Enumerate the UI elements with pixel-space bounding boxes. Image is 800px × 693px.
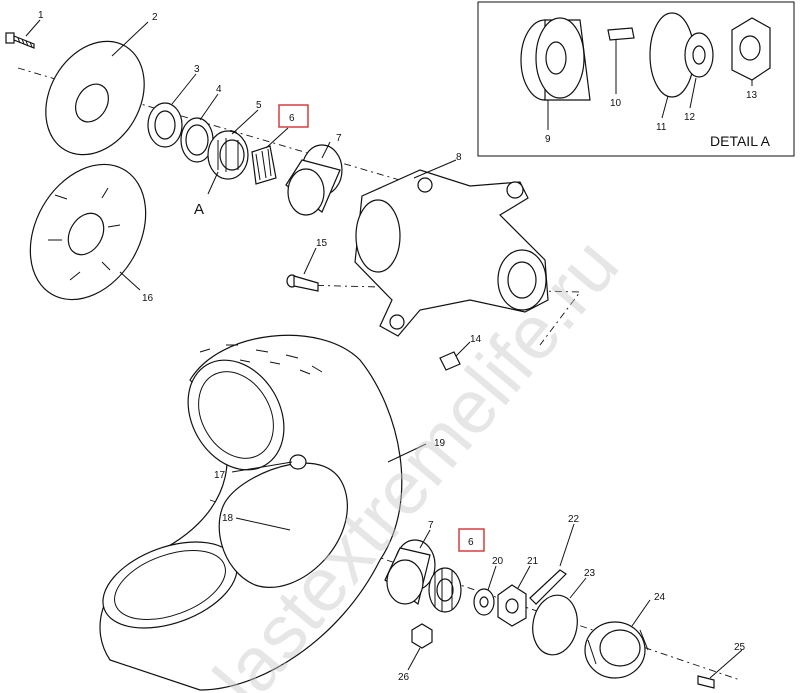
part-1-bolt (5, 32, 35, 49)
callout-11: 11 (656, 122, 667, 133)
callout-25: 25 (734, 642, 746, 653)
part-26-nut (411, 623, 433, 649)
part-13-hex-nut (731, 17, 771, 81)
part-2-disc (45, 40, 145, 156)
hub-axis-line (299, 284, 581, 346)
part-12-washer (684, 32, 714, 78)
detail-a-reference: A (194, 201, 204, 218)
callout-8: 8 (456, 152, 462, 163)
callout-17: 17 (214, 470, 226, 481)
part-10-pin (607, 27, 635, 41)
part-15-bolt (286, 274, 319, 292)
part-6-highlight-upper (278, 104, 309, 128)
part-18-wheel (218, 454, 348, 588)
callout-20: 20 (492, 556, 504, 567)
callout-16: 16 (142, 293, 154, 304)
callout-4: 4 (216, 84, 222, 95)
part-16-brake-disc (29, 163, 147, 301)
callout-23: 23 (584, 568, 596, 579)
part-14-stud (439, 351, 461, 371)
callout-3: 3 (194, 64, 200, 75)
detail-a-frame (477, 1, 795, 157)
callout-26: 26 (398, 672, 410, 683)
part-7-race-lower (384, 539, 436, 606)
callout-5: 5 (256, 100, 262, 111)
callout-6-upper: 6 (289, 113, 295, 124)
part-6-bearing-lower (428, 567, 462, 613)
part-6-bearing-upper (251, 145, 277, 185)
part-3-seal (147, 102, 183, 148)
part-25-screw (697, 675, 715, 689)
callout-24: 24 (654, 592, 666, 603)
callout-7-upper: 7 (336, 133, 342, 144)
part-22-cotter-pin (529, 569, 567, 605)
callout-6-lower: 6 (468, 537, 474, 548)
callout-12: 12 (684, 112, 696, 123)
part-24-hub-cap (584, 621, 649, 679)
part-8-hub (354, 169, 549, 337)
part-21-castle-nut (497, 584, 527, 627)
callout-7-lower: 7 (428, 520, 434, 531)
part-20-washer (473, 588, 495, 616)
callout-10: 10 (610, 98, 622, 109)
callout-14: 14 (470, 334, 482, 345)
callout-13: 13 (746, 90, 758, 101)
detail-a-title: DETAIL A (710, 133, 771, 149)
callout-15: 15 (316, 238, 328, 249)
callout-1: 1 (38, 10, 44, 21)
part-23-o-ring (532, 594, 578, 656)
part-7-race-upper (285, 144, 343, 216)
callout-18: 18 (222, 513, 234, 524)
callout-19: 19 (434, 438, 446, 449)
part-5-nut (207, 130, 249, 180)
part-6-highlight-lower (458, 528, 485, 552)
callout-2: 2 (152, 12, 158, 23)
callout-21: 21 (527, 556, 539, 567)
callout-9: 9 (545, 134, 551, 145)
callout-22: 22 (568, 514, 580, 525)
part-9-locking-nut (520, 17, 591, 101)
leader-lines (25, 19, 753, 679)
